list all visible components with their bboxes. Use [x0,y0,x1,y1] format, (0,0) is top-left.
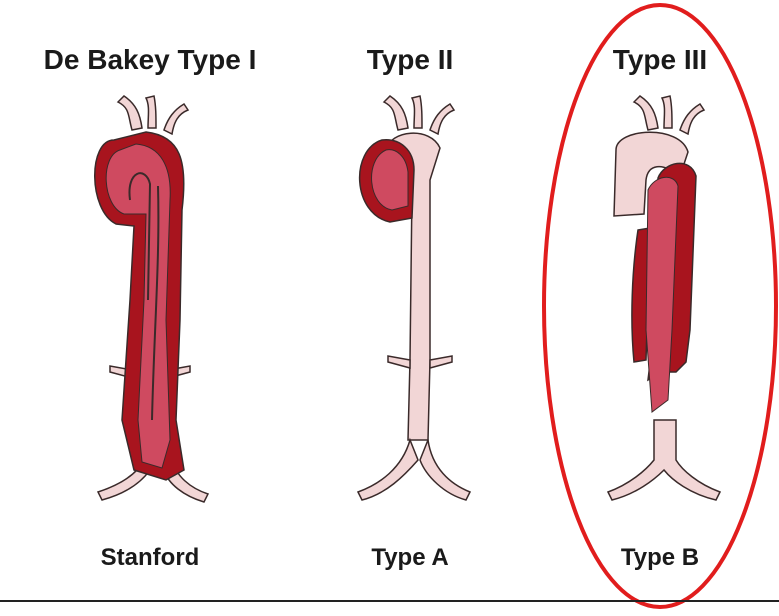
heading-debakey-type-1: De Bakey Type I [44,44,257,76]
footer-stanford: Stanford [101,544,200,572]
heading-type-3: Type III [613,44,707,76]
aorta-type-2 [358,96,470,500]
footer-type-a: Type A [371,544,448,572]
false-lumen [646,177,678,412]
footer-type-b: Type B [621,544,699,572]
aorta-type-3 [608,96,720,500]
heading-type-2: Type II [367,44,454,76]
aorta-type-1 [95,96,208,502]
